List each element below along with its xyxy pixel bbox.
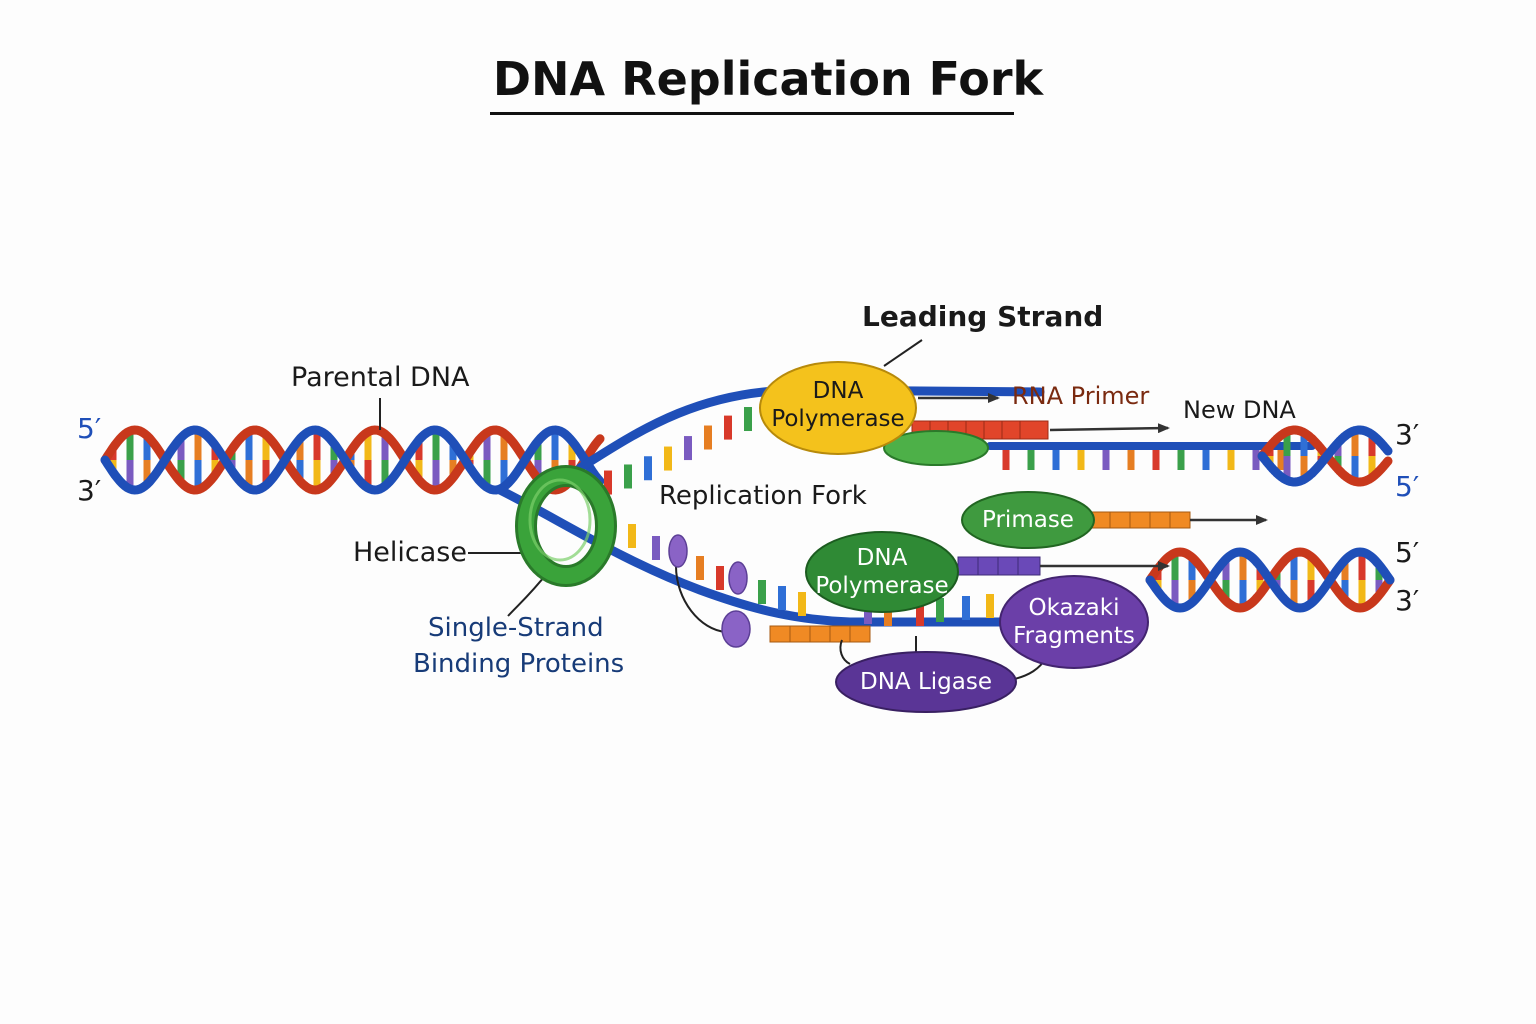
daughter-bottom-strand-blue bbox=[1145, 547, 1395, 613]
new-strand-base bbox=[1077, 450, 1085, 470]
title-underline bbox=[490, 112, 1014, 115]
exposed-base bbox=[778, 586, 786, 610]
dna-polymerase-top-shape bbox=[759, 361, 917, 455]
exposed-base bbox=[696, 556, 704, 580]
helicase-ring bbox=[515, 465, 617, 587]
exposed-base bbox=[962, 596, 970, 620]
exposed-base bbox=[716, 566, 724, 590]
daughter-helix-top bbox=[1257, 425, 1393, 487]
leading-template-bases bbox=[604, 407, 752, 495]
new-strand-base bbox=[1002, 450, 1010, 470]
exposed-base bbox=[604, 470, 612, 495]
new-strand-base bbox=[1027, 450, 1035, 470]
ssb-protein bbox=[668, 534, 688, 568]
primase-primer bbox=[1089, 511, 1191, 529]
parental-dna-helix bbox=[100, 425, 605, 495]
exposed-base bbox=[664, 446, 672, 471]
dna-polymerase-top-label: DNA Polymerase bbox=[760, 377, 916, 433]
leader-ssb-protein bbox=[675, 565, 727, 633]
end-left-bottom: 3′ bbox=[77, 474, 102, 507]
dna-ligase-shape bbox=[835, 651, 1017, 713]
exposed-base bbox=[884, 602, 892, 626]
okazaki-shape bbox=[999, 575, 1149, 669]
clamp-green bbox=[883, 430, 989, 466]
end-right-bottom-upper: 5′ bbox=[1395, 536, 1420, 569]
dna-polymerase-top-line2: Polymerase bbox=[771, 406, 905, 432]
exposed-base bbox=[916, 602, 924, 626]
new-strand-base bbox=[1227, 450, 1235, 470]
dna-polymerase-bottom-label: DNA Polymerase bbox=[806, 544, 958, 600]
leader-ligase-left bbox=[839, 639, 851, 665]
exposed-base bbox=[704, 425, 712, 450]
lagging-polymerase-fragment bbox=[957, 556, 1041, 576]
end-right-top-upper: 3′ bbox=[1395, 418, 1420, 451]
diagram-title: DNA Replication Fork bbox=[492, 52, 1044, 106]
exposed-base bbox=[758, 580, 766, 604]
label-parental-dna: Parental DNA bbox=[291, 362, 470, 393]
lagging-template-strand bbox=[495, 485, 1015, 627]
arrow-new-dna bbox=[1049, 423, 1170, 434]
ssb-protein bbox=[728, 561, 748, 595]
label-leading-strand: Leading Strand bbox=[862, 300, 1104, 333]
label-new-dna: New DNA bbox=[1183, 396, 1296, 424]
new-strand-base bbox=[1277, 450, 1285, 470]
end-right-bottom-lower: 3′ bbox=[1395, 584, 1420, 617]
label-ssb-line1: Single-Strand bbox=[428, 613, 604, 643]
new-strand-base bbox=[1177, 450, 1185, 470]
new-strand-base bbox=[1102, 450, 1110, 470]
dna-polymerase-bottom-shape bbox=[805, 531, 959, 613]
end-right-top-lower: 5′ bbox=[1395, 470, 1420, 503]
leader-leading-strand bbox=[883, 339, 923, 367]
parental-strand-red bbox=[100, 425, 605, 495]
exposed-base bbox=[684, 436, 692, 461]
dna-polymerase-bottom-line1: DNA bbox=[856, 545, 908, 571]
new-strand-base bbox=[1127, 450, 1135, 470]
primase-label: Primase bbox=[982, 507, 1074, 533]
okazaki-line1: Okazaki bbox=[1028, 595, 1120, 621]
dna-polymerase-top-line1: DNA bbox=[812, 378, 864, 404]
okazaki-primer-segment bbox=[769, 625, 871, 643]
new-strand-base bbox=[1252, 450, 1260, 470]
exposed-base bbox=[652, 536, 660, 560]
daughter-top-strand-blue bbox=[1257, 425, 1393, 487]
okazaki-label: Okazaki Fragments bbox=[1000, 594, 1148, 650]
daughter-helix-bottom bbox=[1145, 547, 1395, 613]
exposed-base bbox=[628, 524, 636, 548]
label-ssb-line2: Binding Proteins bbox=[413, 649, 625, 679]
new-strand-base bbox=[1152, 450, 1160, 470]
exposed-base bbox=[986, 594, 994, 618]
new-strand-base bbox=[1052, 450, 1060, 470]
exposed-base bbox=[644, 456, 652, 481]
dna-polymerase-bottom-line2: Polymerase bbox=[815, 573, 949, 599]
okazaki-line2: Fragments bbox=[1013, 623, 1135, 649]
label-helicase: Helicase bbox=[353, 537, 467, 568]
new-strand-base bbox=[1202, 450, 1210, 470]
end-left-top: 5′ bbox=[77, 412, 102, 445]
dna-ligase-label: DNA Ligase bbox=[860, 669, 992, 695]
primase-shape bbox=[961, 491, 1095, 549]
ssb-protein bbox=[721, 610, 751, 648]
parental-strand-blue bbox=[100, 425, 605, 495]
exposed-base bbox=[798, 592, 806, 616]
label-replication-fork: Replication Fork bbox=[659, 481, 867, 511]
new-leading-bases bbox=[1002, 450, 1285, 470]
label-rna-primer: RNA Primer bbox=[1012, 382, 1150, 410]
exposed-base bbox=[744, 407, 752, 432]
exposed-base bbox=[936, 598, 944, 622]
exposed-base bbox=[724, 415, 732, 440]
exposed-base bbox=[624, 464, 632, 489]
